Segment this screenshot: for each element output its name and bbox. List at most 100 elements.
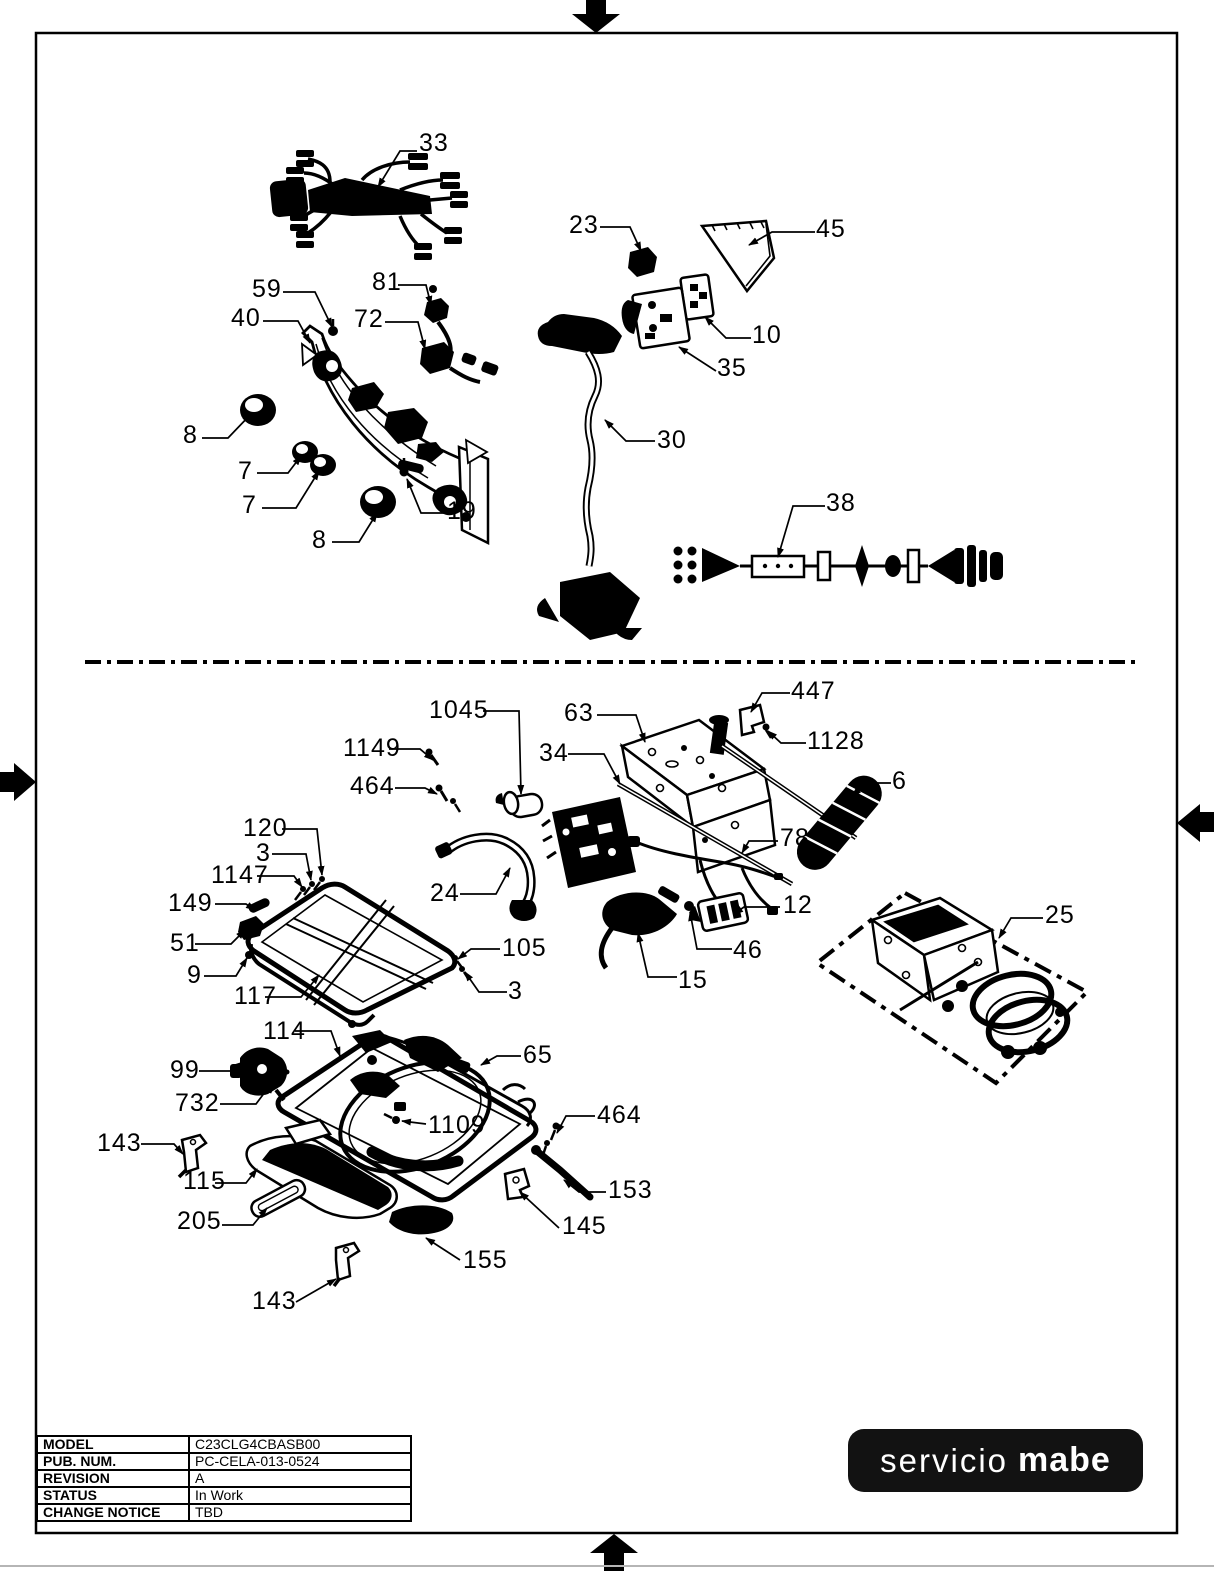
servicio-mabe-logo: servicio mabe xyxy=(848,1429,1143,1492)
callout-117: 117 xyxy=(234,982,277,1010)
registration-arrow-left xyxy=(0,763,36,801)
info-value: TBD xyxy=(188,1503,412,1522)
info-value: C23CLG4CBASB00 xyxy=(188,1435,412,1454)
part-46-ball xyxy=(684,901,694,911)
callout-205: 205 xyxy=(177,1207,222,1235)
callout-120: 120 xyxy=(243,814,288,842)
callout-12: 12 xyxy=(783,891,813,919)
part-143-bracket-bottom xyxy=(332,1241,361,1288)
part-155-pad xyxy=(389,1205,454,1235)
callout-464a: 464 xyxy=(350,772,395,800)
part-63-bracket xyxy=(619,715,777,874)
part-30-pressure-hose xyxy=(537,314,642,640)
part-149-pin xyxy=(248,898,270,913)
part-9-screw xyxy=(245,951,253,959)
callout-149: 149 xyxy=(168,889,213,917)
callout-1109: 1109 xyxy=(428,1111,486,1139)
part-12-connector xyxy=(689,892,750,932)
part-33-wiring-harness xyxy=(269,150,468,260)
callout-59: 59 xyxy=(252,275,282,303)
part-464-screws-upper xyxy=(435,784,462,813)
info-value: In Work xyxy=(188,1486,412,1505)
callout-99: 99 xyxy=(170,1056,200,1084)
callout-143b: 143 xyxy=(252,1287,297,1315)
callout-leader-lines xyxy=(141,150,1043,1303)
part-35-switch-block xyxy=(621,286,691,350)
info-label: PUB. NUM. xyxy=(36,1452,190,1471)
callout-81: 81 xyxy=(372,268,402,296)
callout-6: 6 xyxy=(892,767,907,795)
callout-114: 114 xyxy=(263,1017,306,1045)
callout-45: 45 xyxy=(816,215,846,243)
registration-arrow-bottom xyxy=(590,1534,638,1571)
scan-edge-line xyxy=(0,1565,1214,1567)
part-117-filter-lid xyxy=(245,881,458,1028)
callout-1045: 1045 xyxy=(429,696,489,724)
callout-51: 51 xyxy=(170,929,200,957)
part-81-72-switch-chain xyxy=(420,285,499,384)
part-control-board xyxy=(541,797,636,888)
part-115-channel xyxy=(245,1118,398,1220)
callout-10: 10 xyxy=(752,321,782,349)
part-23-switch xyxy=(628,247,657,277)
callout-115: 115 xyxy=(183,1167,226,1195)
callout-1147: 1147 xyxy=(211,861,269,889)
registration-arrow-top xyxy=(572,0,620,33)
callout-8a: 8 xyxy=(183,421,198,449)
callout-63: 63 xyxy=(564,699,594,727)
callout-3b: 3 xyxy=(508,977,523,1005)
callout-19: 19 xyxy=(447,497,477,525)
callout-78: 78 xyxy=(780,824,810,852)
registration-arrow-right xyxy=(1177,804,1214,842)
part-732-screw xyxy=(268,1069,290,1094)
part-24-hose xyxy=(435,832,537,921)
callout-7a: 7 xyxy=(238,457,253,485)
part-25-kit xyxy=(813,890,1091,1086)
table-row: PUB. NUM. PC-CELA-013-0524 xyxy=(36,1452,412,1471)
part-1149-screw xyxy=(425,748,440,766)
part-1128-screw xyxy=(762,723,773,739)
info-value: A xyxy=(188,1469,412,1488)
callout-25: 25 xyxy=(1045,901,1075,929)
callout-46: 46 xyxy=(733,936,763,964)
callout-464b: 464 xyxy=(597,1101,642,1129)
callout-105: 105 xyxy=(502,934,547,962)
callout-145: 145 xyxy=(562,1212,607,1240)
info-label: CHANGE NOTICE xyxy=(36,1503,190,1522)
callout-3a: 3 xyxy=(256,839,271,867)
part-145-clip xyxy=(503,1167,531,1201)
table-row: MODEL C23CLG4CBASB00 xyxy=(36,1435,412,1454)
callout-35: 35 xyxy=(717,354,747,382)
callout-1128: 1128 xyxy=(807,727,865,755)
part-120-3-1147-screws xyxy=(294,876,325,901)
table-row: STATUS In Work xyxy=(36,1486,412,1505)
part-15-sprayer xyxy=(598,886,680,970)
info-label: REVISION xyxy=(36,1469,190,1488)
callout-732: 732 xyxy=(175,1089,220,1117)
callout-30: 30 xyxy=(657,426,687,454)
callout-153: 153 xyxy=(608,1176,653,1204)
part-1045-fitting xyxy=(495,790,544,819)
callout-24: 24 xyxy=(430,879,460,907)
callout-34: 34 xyxy=(539,739,569,767)
logo-servicio-text: servicio xyxy=(880,1441,1009,1479)
part-19-screw xyxy=(399,458,409,477)
callout-9: 9 xyxy=(187,961,202,989)
part-464-screws-lower xyxy=(541,1122,560,1156)
part-8-knob-bottom xyxy=(360,486,396,518)
info-value: PC-CELA-013-0524 xyxy=(188,1452,412,1471)
callout-38: 38 xyxy=(826,489,856,517)
part-1109-screw xyxy=(383,1112,400,1124)
part-45-cover xyxy=(699,219,776,294)
page-border xyxy=(34,31,1179,1535)
logo-mabe-text: mabe xyxy=(1018,1441,1111,1479)
callout-15: 15 xyxy=(678,966,708,994)
part-7-knob-second xyxy=(310,454,336,476)
callout-40: 40 xyxy=(231,304,261,332)
callout-33: 33 xyxy=(419,129,449,157)
part-38-harness xyxy=(673,545,1003,587)
info-label: STATUS xyxy=(36,1486,190,1505)
part-8-knob-left xyxy=(240,394,276,426)
callout-72: 72 xyxy=(354,305,384,333)
